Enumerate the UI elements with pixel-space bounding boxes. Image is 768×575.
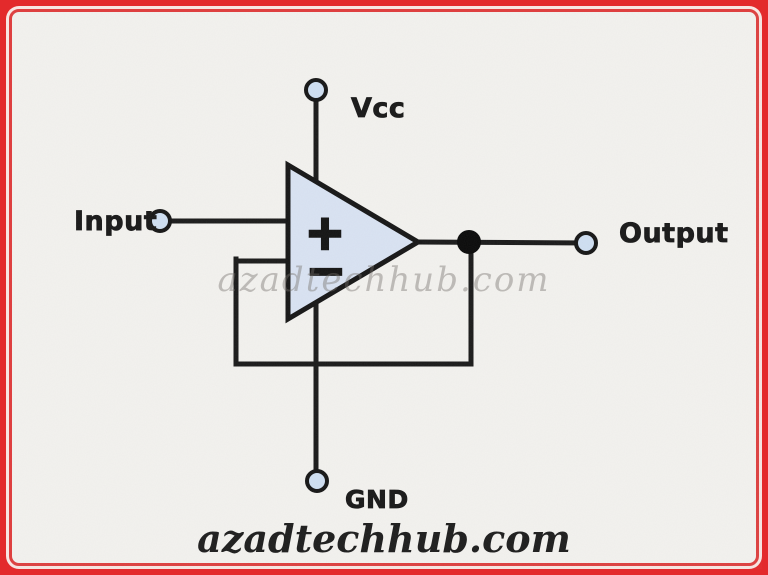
junction-dot [457, 230, 481, 254]
input-label: Input [74, 206, 158, 238]
diagram-canvas: + − Input Output Vcc GND azadtechhub.com… [9, 9, 762, 569]
brand-text: azadtechhub.com [197, 516, 571, 561]
vcc-terminal-circle [304, 78, 328, 102]
output-label: Output [619, 218, 729, 250]
inverting-minus-sign: − [305, 243, 348, 299]
vcc-label: Vcc [351, 93, 406, 125]
output-wire [415, 239, 589, 246]
gnd-label: GND [345, 485, 409, 515]
gnd-terminal-circle [305, 469, 329, 493]
output-terminal-circle [574, 231, 598, 255]
